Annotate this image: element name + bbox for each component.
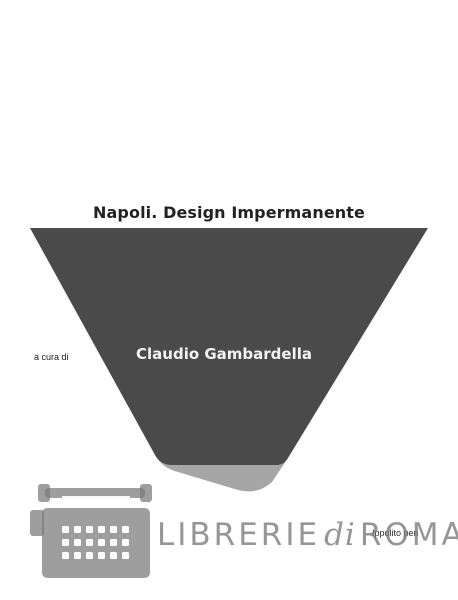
book-title: Napoli. Design Impermanente [93,203,365,222]
author-name: Claudio Gambardella [136,345,312,363]
curator-label: a cura di [34,352,69,362]
publisher-name: Ippolito peri [372,528,419,538]
funnel-body [30,228,428,465]
